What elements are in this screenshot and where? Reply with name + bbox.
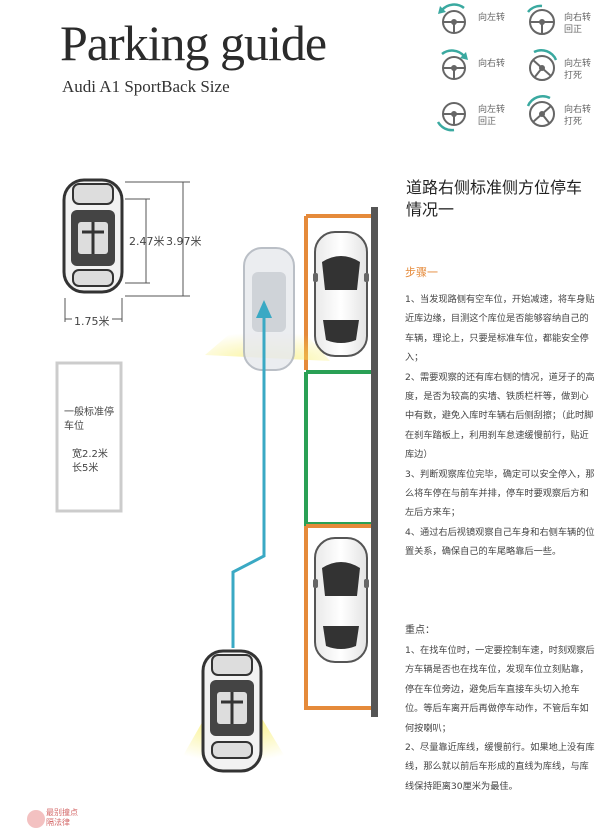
driving-path [231, 300, 272, 648]
step-item: 2、需要观察的还有库右侧的情况，道牙子的高度，是否为较高的实墙、铁质栏杆等，做到… [405, 371, 595, 461]
section-heading: 道路右侧标准侧方位停车情况一 [406, 178, 583, 219]
legend-label: 向左转 回正 [478, 105, 506, 127]
width-label: 1.75米 [72, 313, 112, 329]
watermark-text: 最别撞点 隔法律 [46, 808, 78, 827]
steering-left-return-icon [436, 102, 466, 132]
ghost-car [205, 247, 330, 371]
steering-left-icon [438, 3, 466, 34]
key-points-title: 重点： [405, 625, 435, 636]
dimension-lines [64, 181, 190, 322]
legend-item: 向右转 回正 [520, 2, 600, 46]
steps-list: 1、当发现路侧有空车位，开始减速，将车身贴近库边缘，目测这个库位是否能够容纳自己… [405, 290, 597, 562]
legend-label: 向右转 [478, 59, 506, 69]
step-item: 3、判断观察库位完毕，确定可以安全停入，那么将车停在与前车并排，停车时要观察后方… [405, 468, 595, 519]
key-item: 2、尽量靠近库线，缓慢前行。如果地上没有库线，那么就以前后车形成的直线为库线，与… [405, 742, 595, 792]
steering-right-icon [441, 49, 468, 80]
legend-label: 向右转 打死 [564, 105, 592, 127]
steering-left-full-icon [529, 49, 558, 81]
watermark-logo [27, 810, 45, 828]
standard-space-label: 一般标准停车位 [64, 407, 114, 432]
page-subtitle: Audi A1 SportBack Size [62, 77, 230, 96]
length-label: 3.97米 [166, 235, 202, 248]
parked-car-rear [313, 537, 369, 663]
standard-space-box [55, 361, 123, 513]
legend-item: 向左转 回正 [434, 94, 514, 138]
legend-label: 向左转 打死 [564, 59, 592, 81]
step-title: 步骤一 [405, 266, 438, 279]
legend-item: 向右转 打死 [520, 94, 600, 138]
curb [371, 207, 378, 717]
wheelbase-label: 2.47米 [129, 235, 165, 248]
parking-slots [304, 214, 371, 710]
step-item: 1、当发现路侧有空车位，开始减速，将车身贴近库边缘，目测这个库位是否能够容纳自己… [405, 294, 595, 364]
key-item: 1、在找车位时，一定要控制车速，时刻观察后方车辆是否也在找车位，发现车位立刻贴靠… [405, 645, 595, 734]
dimension-car [62, 178, 124, 294]
legend-label: 向右转 回正 [564, 13, 592, 35]
key-points-list: 1、在找车位时，一定要控制车速，时刻观察后方车辆是否也在找车位，发现车位立刻贴靠… [405, 641, 597, 796]
steering-right-full-icon [526, 95, 555, 127]
steering-right-return-icon [527, 4, 555, 35]
parked-car-front [313, 231, 369, 357]
legend-label: 向左转 [478, 13, 506, 23]
legend-item: 向左转 [434, 2, 514, 46]
legend-item: 向左转 打死 [520, 48, 600, 92]
standard-space-size: 宽2.2米 长5米 [72, 449, 108, 474]
legend-item: 向右转 [434, 48, 514, 92]
steering-legend: 向左转 向右转 回正 向右转 向左转 打死 向左转 回正 [434, 2, 600, 142]
moving-car [172, 649, 296, 775]
page-title: Parking guide [60, 15, 327, 71]
step-item: 4、通过右后视镜观察自己车身和右侧车辆的位置关系，确保自己的车尾略靠后一些。 [405, 526, 595, 558]
